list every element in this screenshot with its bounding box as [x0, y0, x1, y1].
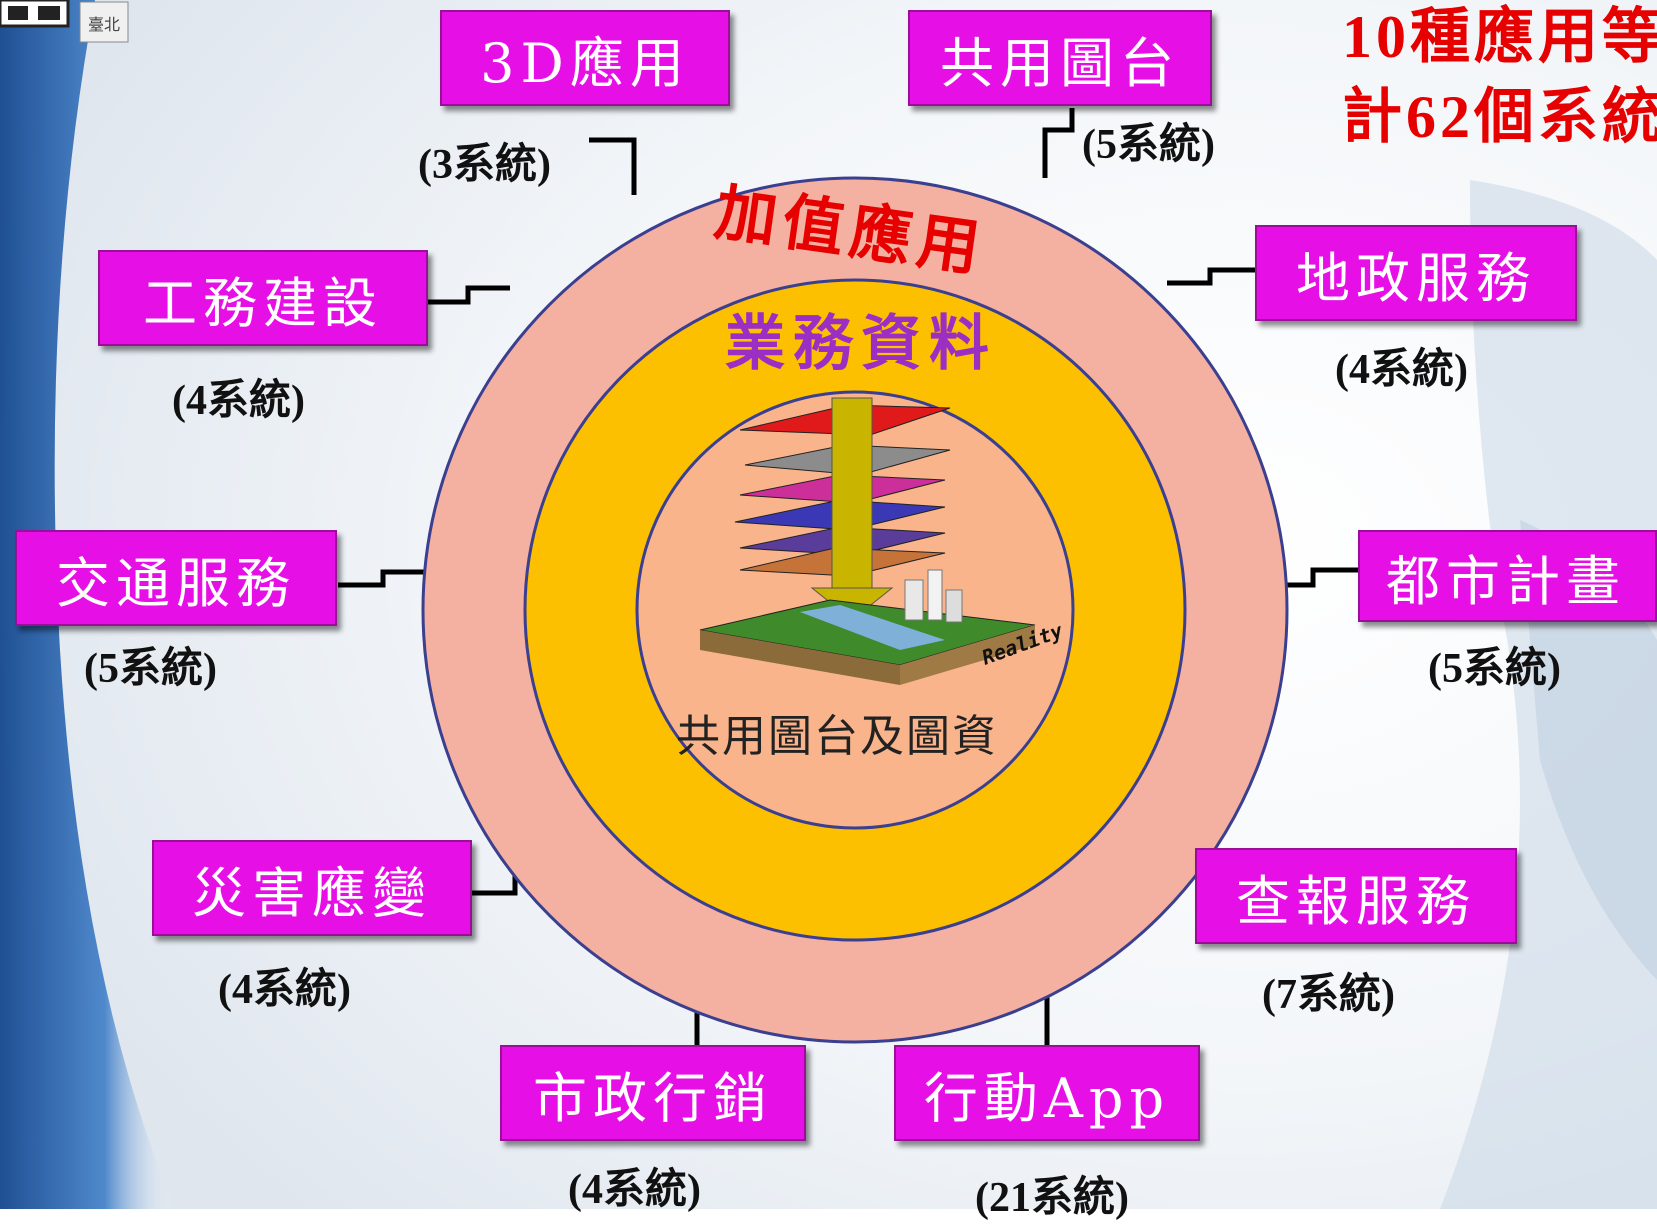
- taipei-logo: 臺北: [0, 0, 130, 50]
- app-box-disaster: 災害應變: [152, 840, 472, 936]
- app-count-mobile-app: (21系統): [975, 1175, 1129, 1221]
- app-box-shared-map: 共用圖台: [908, 10, 1212, 106]
- app-box-public-works: 工務建設: [98, 250, 428, 346]
- app-box-mobile-app: 行動App: [894, 1045, 1200, 1141]
- app-count-3d: (3系統): [418, 142, 551, 188]
- summary-title-line2: 計62個系統: [1342, 84, 1657, 150]
- map-layers-illustration: Reality: [699, 397, 1067, 685]
- connector-urban: [1273, 567, 1358, 588]
- connector-traffic: [338, 569, 425, 588]
- app-box-traffic: 交通服務: [15, 530, 337, 626]
- app-box-land: 地政服務: [1255, 225, 1577, 321]
- app-box-3d: 3D應用: [440, 10, 730, 106]
- connector-public-works: [428, 285, 510, 305]
- app-count-urban-planning: (5系統): [1428, 646, 1561, 692]
- app-count-traffic: (5系統): [84, 646, 217, 692]
- connector-shared-map: [1042, 108, 1075, 178]
- app-count-disaster: (4系統): [218, 967, 351, 1013]
- app-box-urban-planning: 都市計畫: [1358, 530, 1657, 622]
- connector-3d: [589, 137, 637, 195]
- inner-ring-label: 共用圖台及圖資: [676, 711, 998, 762]
- app-count-public-works: (4系統): [172, 378, 305, 424]
- app-count-marketing: (4系統): [568, 1167, 701, 1213]
- connector-land: [1167, 267, 1255, 286]
- app-box-report: 查報服務: [1195, 848, 1517, 944]
- middle-ring-label: 業務資料: [725, 309, 997, 379]
- app-box-marketing: 市政行銷: [500, 1045, 806, 1141]
- app-count-land: (4系統): [1335, 347, 1468, 393]
- app-count-shared-map: (5系統): [1082, 122, 1215, 168]
- logo-text: 臺北: [88, 15, 120, 34]
- summary-title-line1: 10種應用等: [1342, 4, 1657, 70]
- logo-icon: 臺北: [0, 0, 129, 43]
- app-count-report: (7系統): [1262, 972, 1395, 1018]
